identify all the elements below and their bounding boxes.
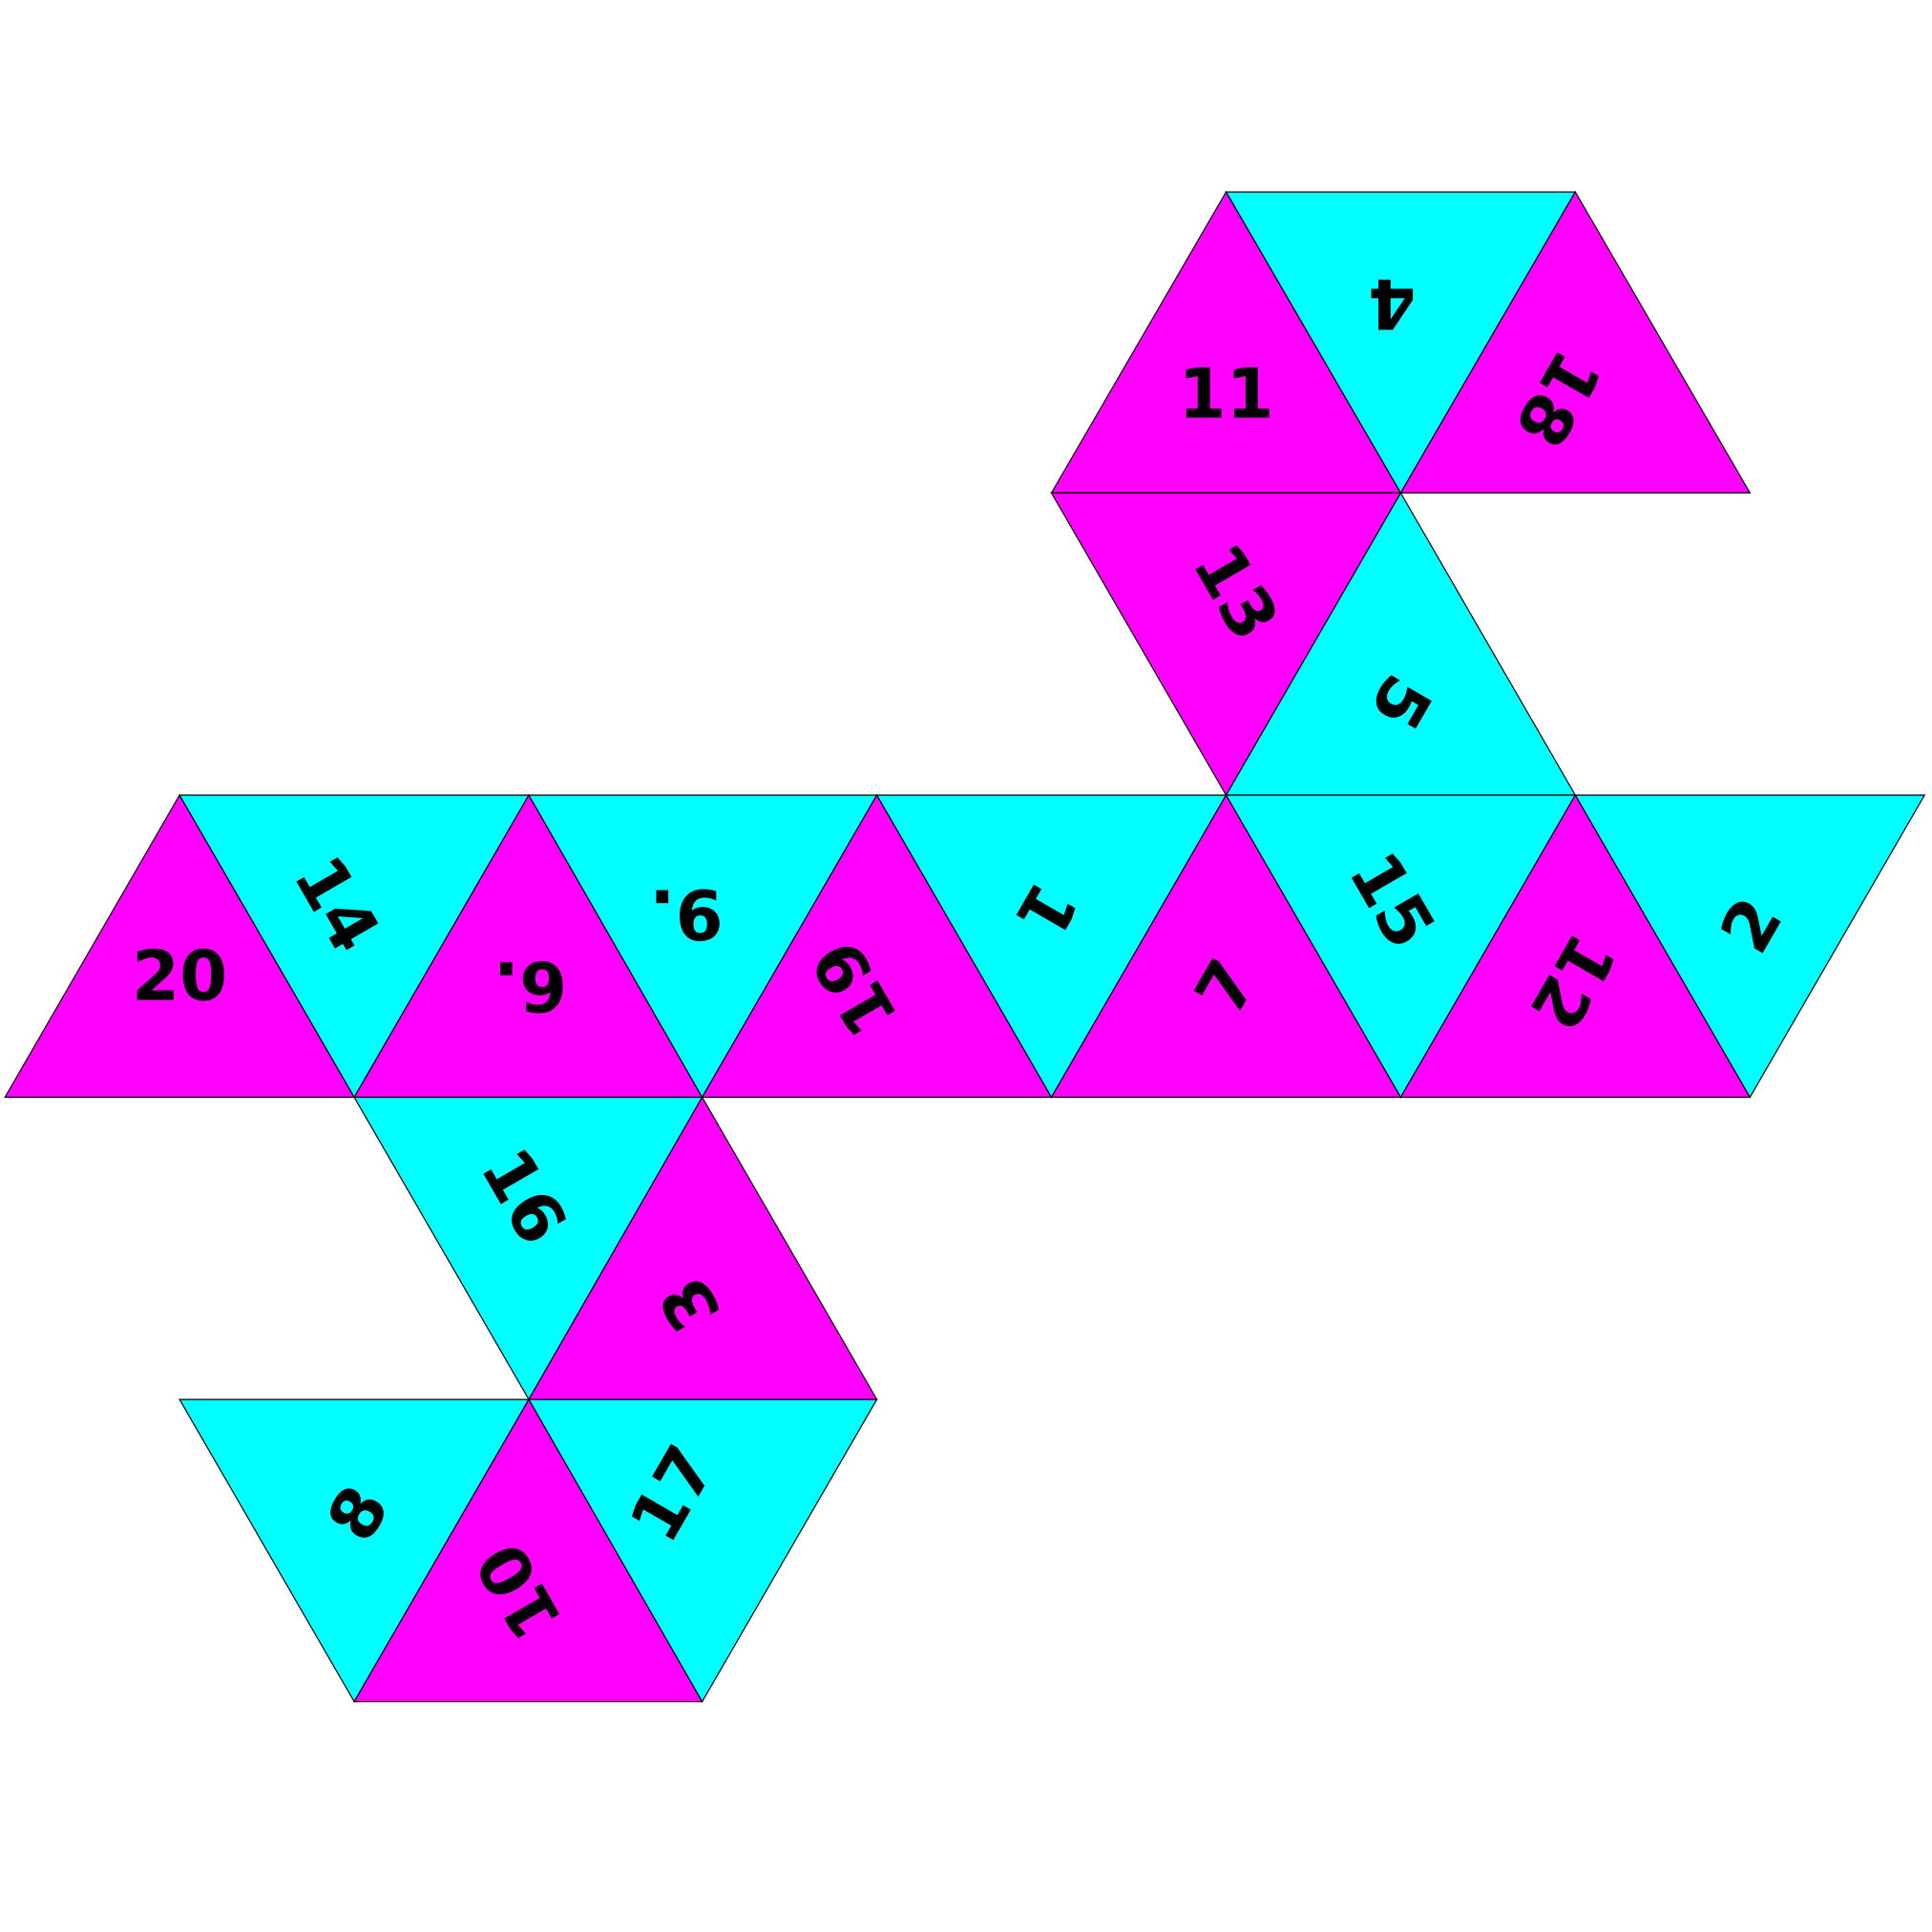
face-17: 17 bbox=[527, 1398, 878, 1703]
face-9: 9. bbox=[527, 794, 878, 1099]
face-number-label: 6. bbox=[494, 946, 567, 1026]
face-number-label: 9. bbox=[649, 874, 723, 955]
face-number-label: 20 bbox=[132, 935, 227, 1016]
face-16: 16 bbox=[353, 1096, 704, 1401]
face-20: 20 bbox=[4, 793, 356, 1099]
face-1: 1 bbox=[875, 794, 1228, 1099]
face-6: 6. bbox=[353, 793, 704, 1099]
face-triangle bbox=[527, 1398, 878, 1703]
face-8: 8 bbox=[178, 1398, 531, 1703]
face-triangle bbox=[1574, 794, 1926, 1099]
face-10: 10 bbox=[353, 1397, 704, 1703]
face-12: 12 bbox=[1399, 793, 1752, 1099]
face-3: 3 bbox=[527, 1096, 878, 1400]
face-19: 19 bbox=[701, 793, 1053, 1099]
face-18: 18 bbox=[1399, 190, 1752, 494]
face-11: 11 bbox=[1050, 190, 1402, 494]
face-2: 2 bbox=[1574, 794, 1926, 1099]
face-number-label: 4 bbox=[1368, 263, 1416, 344]
face-7: 7 bbox=[1050, 793, 1402, 1099]
face-14: 14 bbox=[178, 794, 531, 1099]
face-number-label: 11 bbox=[1178, 354, 1273, 434]
face-triangle bbox=[1399, 190, 1752, 494]
face-15: 15 bbox=[1225, 794, 1577, 1099]
